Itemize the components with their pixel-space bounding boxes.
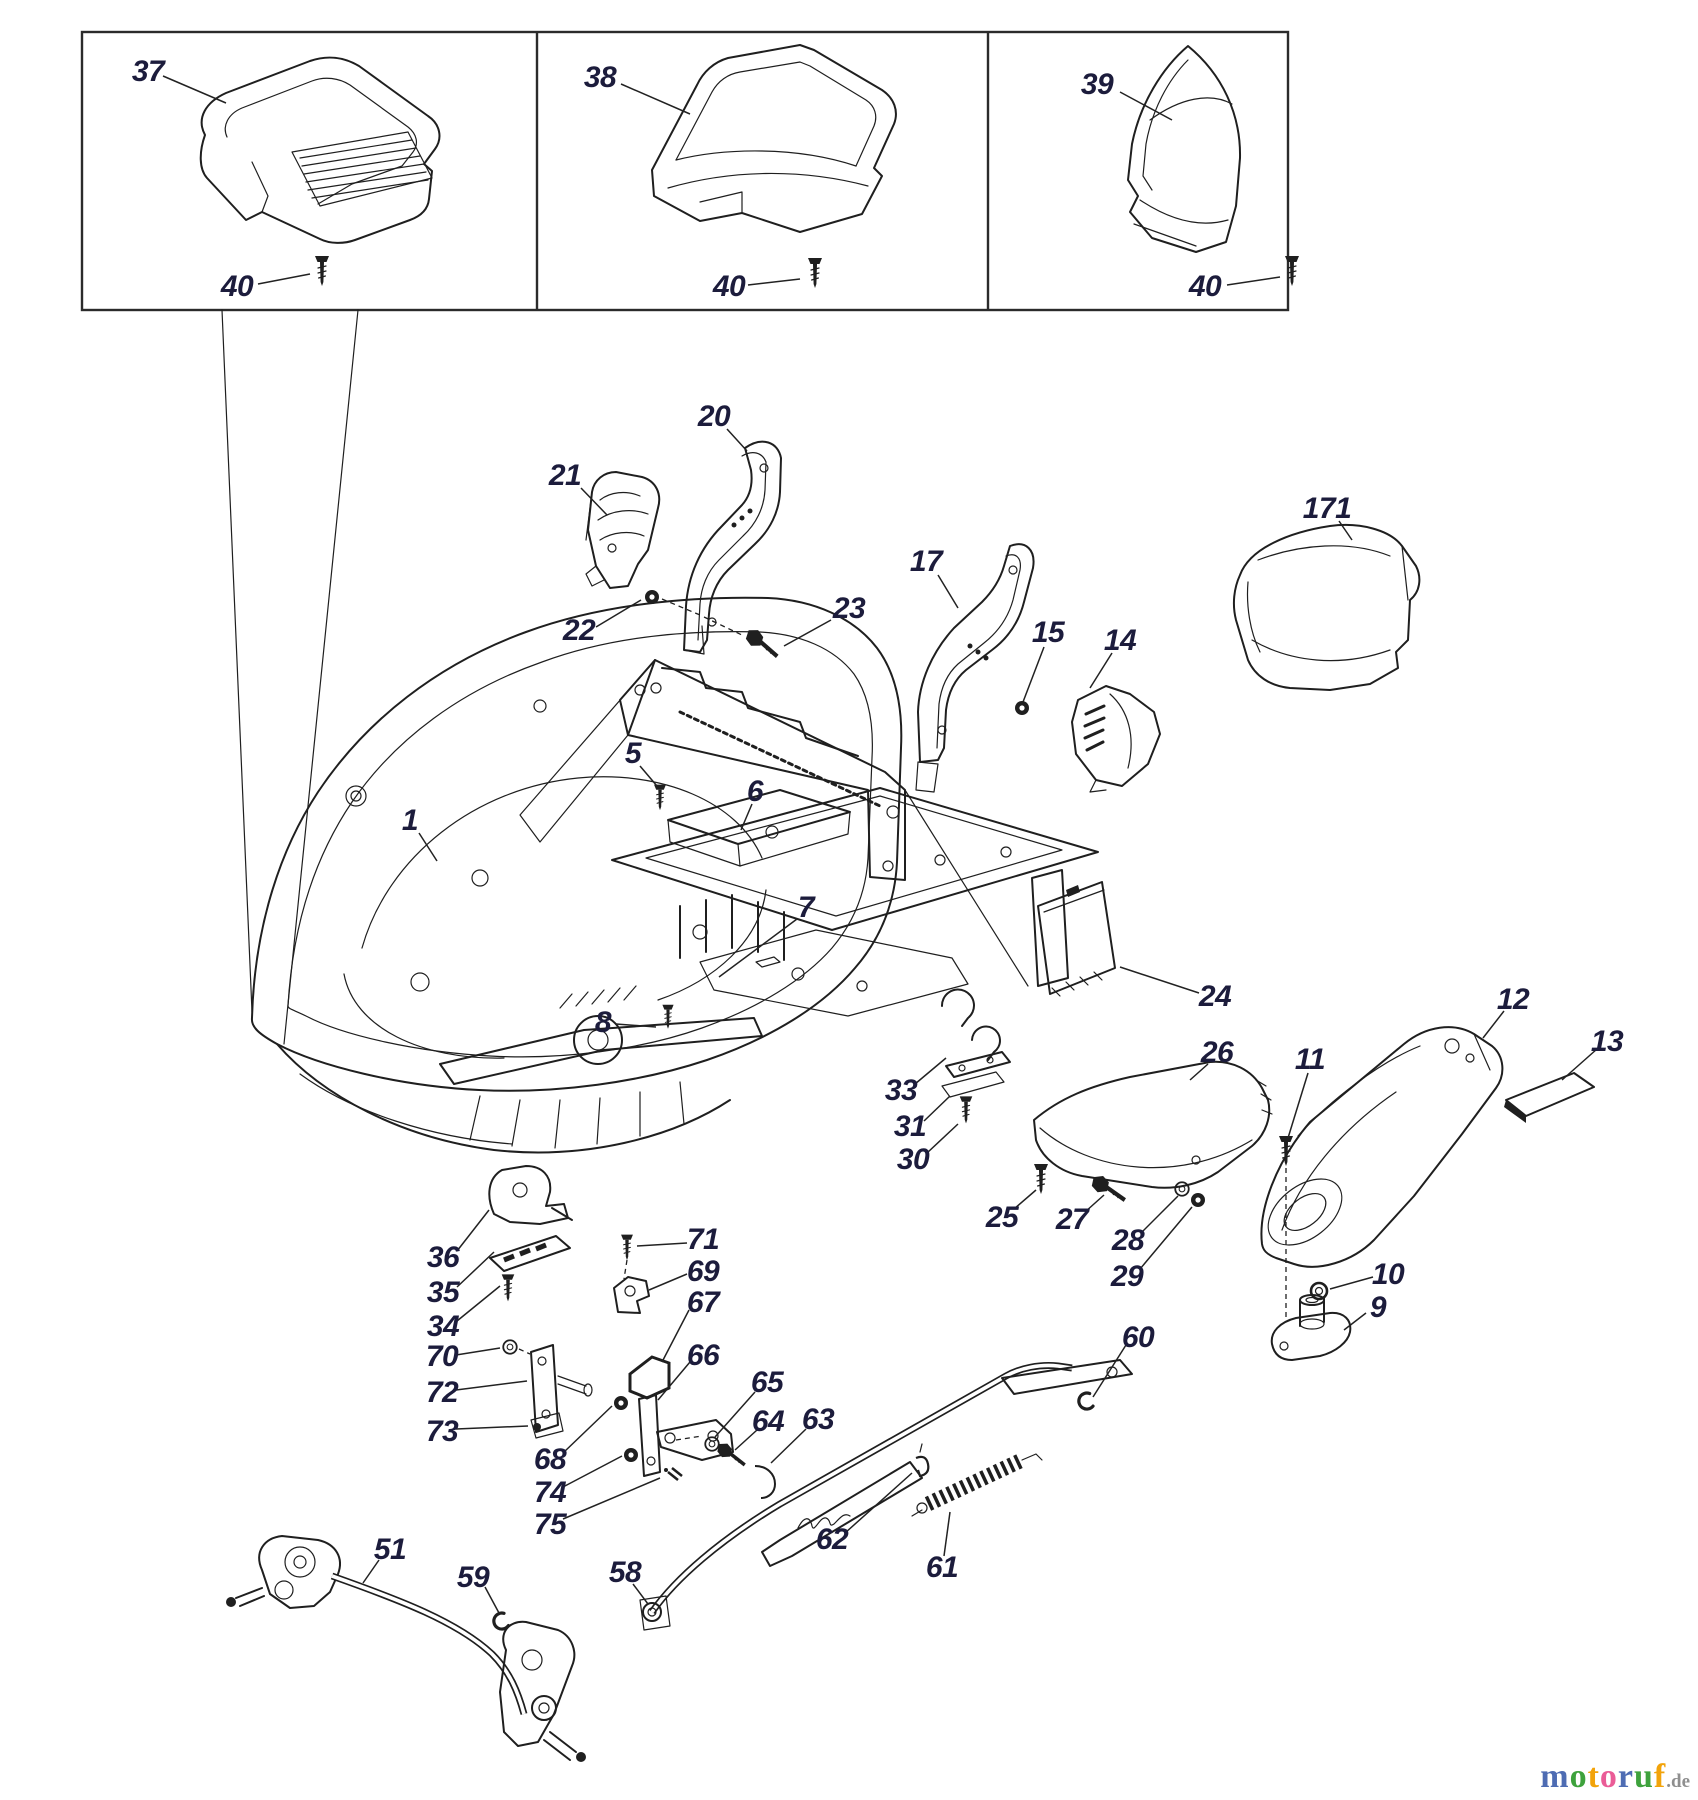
callout-9: 9 bbox=[1369, 1291, 1387, 1324]
cover-39-drawing bbox=[1127, 45, 1300, 287]
callout-6: 6 bbox=[746, 775, 764, 808]
height-lever-drawing bbox=[761, 1443, 930, 1567]
vent-bracket-14-drawing bbox=[1071, 685, 1161, 793]
callout-40-box1: 40 bbox=[220, 270, 254, 303]
callout-7: 7 bbox=[797, 891, 815, 924]
callout-58: 58 bbox=[608, 1556, 642, 1589]
engine-mount-plate-drawing bbox=[611, 784, 1099, 931]
callout-59: 59 bbox=[456, 1561, 490, 1594]
callout-31: 31 bbox=[893, 1110, 927, 1143]
callout-67: 67 bbox=[686, 1286, 720, 1319]
panel-to-deck-lines bbox=[221, 309, 359, 1045]
rear-clamp-drawing bbox=[940, 988, 1011, 1124]
callout-40-box3: 40 bbox=[1188, 270, 1222, 303]
watermark-suffix: .de bbox=[1666, 1771, 1690, 1792]
callout-71: 71 bbox=[686, 1223, 720, 1256]
nut-15-drawing bbox=[1015, 701, 1029, 715]
callout-70: 70 bbox=[425, 1340, 459, 1373]
callout-62: 62 bbox=[815, 1523, 849, 1556]
callout-75: 75 bbox=[533, 1508, 567, 1541]
callout-24: 24 bbox=[1198, 980, 1232, 1013]
watermark: motoruf.de bbox=[1540, 1760, 1690, 1794]
lift-rod-58-drawing bbox=[639, 1359, 1133, 1631]
rear-wall-drawing bbox=[519, 659, 1069, 987]
callout-35: 35 bbox=[426, 1276, 460, 1309]
callout-36: 36 bbox=[426, 1241, 460, 1274]
cover-38-drawing bbox=[651, 44, 897, 289]
callout-61: 61 bbox=[925, 1551, 959, 1584]
oring-10-drawing bbox=[1309, 1281, 1329, 1301]
watermark-word: motoruf bbox=[1540, 1758, 1667, 1795]
callout-171: 171 bbox=[1302, 492, 1352, 525]
callout-21: 21 bbox=[548, 459, 582, 492]
callout-13: 13 bbox=[1590, 1025, 1624, 1058]
callout-10: 10 bbox=[1371, 1258, 1405, 1291]
callout-73: 73 bbox=[425, 1415, 459, 1448]
callout-65: 65 bbox=[750, 1366, 784, 1399]
variant-panels-frame bbox=[80, 30, 1290, 312]
callout-27: 27 bbox=[1055, 1203, 1089, 1236]
callout-29: 29 bbox=[1110, 1260, 1144, 1293]
callout-69: 69 bbox=[686, 1255, 720, 1288]
callout-1: 1 bbox=[401, 804, 419, 837]
deck-housing-drawing bbox=[250, 596, 903, 1154]
baffle-21-drawing bbox=[585, 471, 661, 589]
callout-15: 15 bbox=[1031, 616, 1065, 649]
fitting-9-drawing bbox=[1270, 1294, 1352, 1361]
callout-68: 68 bbox=[533, 1443, 567, 1476]
callout-25: 25 bbox=[985, 1201, 1019, 1234]
discharge-chute-drawing bbox=[1260, 1026, 1504, 1268]
cover-171-drawing bbox=[1232, 524, 1421, 691]
callout-63: 63 bbox=[801, 1403, 835, 1436]
callout-40-box2: 40 bbox=[712, 270, 746, 303]
callout-34: 34 bbox=[426, 1310, 460, 1343]
adapter-plate-drawing bbox=[661, 894, 969, 1030]
callout-22: 22 bbox=[562, 614, 596, 647]
bolt-11-drawing bbox=[1278, 1135, 1294, 1318]
plate-13-drawing bbox=[1504, 1072, 1595, 1123]
callout-23: 23 bbox=[832, 592, 866, 625]
mulch-plate-drawing bbox=[1033, 1060, 1273, 1207]
callout-37: 37 bbox=[131, 55, 165, 88]
callout-12: 12 bbox=[1496, 983, 1530, 1016]
callout-64: 64 bbox=[751, 1405, 785, 1438]
nut-22-drawing bbox=[645, 590, 745, 637]
callout-8: 8 bbox=[594, 1006, 612, 1039]
callout-28: 28 bbox=[1111, 1224, 1145, 1257]
callout-66: 66 bbox=[686, 1339, 720, 1372]
callout-17: 17 bbox=[909, 545, 943, 578]
callout-5: 5 bbox=[624, 737, 642, 770]
callout-51: 51 bbox=[373, 1533, 407, 1566]
front-bracket-drawing bbox=[488, 1165, 573, 1302]
callout-38: 38 bbox=[583, 61, 617, 94]
callout-11: 11 bbox=[1294, 1043, 1326, 1076]
callout-14: 14 bbox=[1103, 624, 1137, 657]
callout-72: 72 bbox=[425, 1376, 459, 1409]
callout-33: 33 bbox=[884, 1074, 918, 1107]
cover-37-drawing bbox=[199, 56, 441, 287]
leader-lines bbox=[162, 75, 1598, 1614]
callout-74: 74 bbox=[533, 1476, 567, 1509]
spring-61-drawing bbox=[911, 1453, 1043, 1517]
baffle-20-drawing bbox=[683, 440, 782, 655]
callout-30: 30 bbox=[896, 1143, 930, 1176]
callout-39: 39 bbox=[1080, 68, 1114, 101]
baffle-17-drawing bbox=[915, 543, 1035, 793]
callout-60: 60 bbox=[1121, 1321, 1155, 1354]
callout-20: 20 bbox=[697, 400, 731, 433]
plate-24-drawing bbox=[1037, 881, 1116, 997]
callout-26: 26 bbox=[1200, 1036, 1234, 1069]
front-axle-drawing bbox=[226, 1535, 586, 1762]
